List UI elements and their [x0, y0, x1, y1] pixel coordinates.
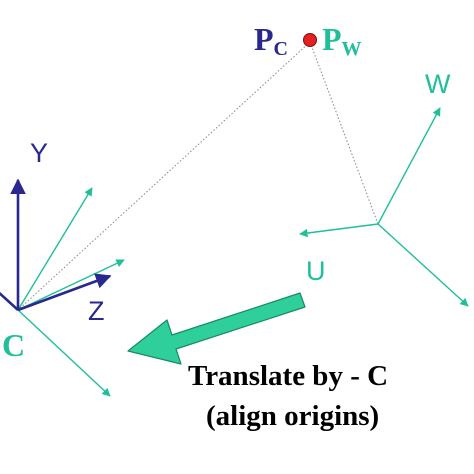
world-axis-w — [377, 107, 441, 225]
label-y: Y — [30, 138, 48, 168]
label-pw: PW — [322, 21, 362, 60]
camera-frame — [0, 178, 112, 312]
camera-axis-x — [0, 291, 19, 311]
label-z: Z — [88, 296, 105, 326]
translated-axis-v — [17, 309, 111, 397]
translated-axis-w — [17, 187, 93, 311]
label-c: C — [2, 327, 25, 363]
label-u: U — [306, 256, 326, 286]
dotted-line-to-world-origin — [309, 41, 379, 225]
label-pc: PC — [254, 21, 288, 60]
camera-axis-z — [17, 273, 112, 312]
label-w: W — [425, 69, 451, 99]
world-axis-u — [299, 223, 379, 238]
translated-axis-u — [17, 259, 125, 311]
world-frame — [299, 107, 469, 307]
caption-line-1: Translate by - C — [188, 360, 389, 392]
world-axis-v — [377, 223, 469, 307]
dotted-line-to-camera-origin — [17, 41, 311, 311]
translate-arrow — [127, 292, 306, 365]
translated-world-frame — [17, 187, 125, 397]
caption-line-2: (align origins) — [206, 400, 380, 432]
point-p — [303, 33, 317, 47]
